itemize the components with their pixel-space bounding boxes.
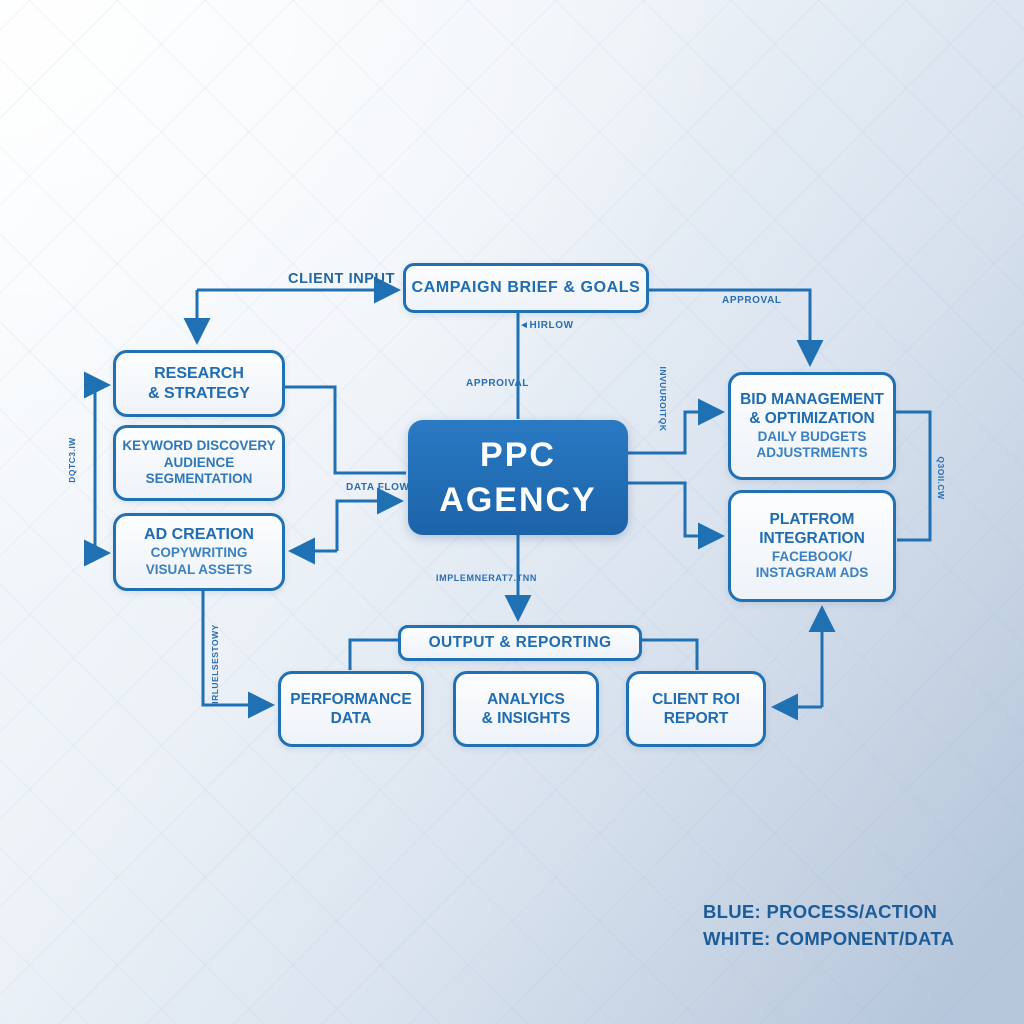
edge-label-vertical-right: Q3OII.CW — [936, 456, 946, 500]
edge-label-vertical-mid: INVUUROITQK — [658, 366, 668, 432]
node-keyword-discovery: KEYWORD DISCOVERY AUDIENCE SEGMENTATION — [113, 425, 285, 501]
connector-ppc-to-platform — [628, 481, 725, 550]
edge-label-approival: APPROIVAL — [466, 378, 529, 389]
node-label: SEGMENTATION — [145, 471, 253, 487]
connector-ppc-to-bid — [628, 398, 725, 455]
node-title: PLATFROM — [769, 510, 855, 528]
node-sub-label: DAILY BUDGETS — [757, 428, 867, 444]
node-platform-integration: PLATFROM INTEGRATION FACEBOOK/ INSTAGRAM… — [728, 490, 896, 602]
node-sub-label: INSTAGRAM ADS — [755, 565, 869, 581]
node-label: & STRATEGY — [148, 384, 250, 402]
legend: BLUE: PROCESS/ACTION WHITE: COMPONENT/DA… — [703, 898, 954, 952]
node-title: BID MANAGEMENT — [740, 390, 884, 408]
edge-label-data-flow: DATA FLOW — [346, 482, 410, 493]
node-analytics-insights: ANALYICS & INSIGHTS — [453, 671, 599, 747]
node-label: OUTPUT & REPORTING — [428, 634, 612, 652]
node-label: PERFORMANCE — [290, 690, 412, 708]
node-performance-data: PERFORMANCE DATA — [278, 671, 424, 747]
connector-research-to-ppc — [285, 385, 406, 475]
edge-label-vertical-bottom-left: IRLUELSESTOWY — [210, 624, 220, 704]
edge-label-vertical-left: DQTC3.IW — [67, 437, 77, 483]
node-sub-label: FACEBOOK/ — [771, 548, 853, 564]
connector-data-flow-to-ppc — [335, 487, 404, 551]
node-label: REPORT — [663, 710, 729, 727]
node-label: AUDIENCE — [163, 454, 235, 470]
legend-blue-line: BLUE: PROCESS/ACTION — [703, 901, 938, 922]
edge-label-approval: APPROVAL — [722, 295, 782, 306]
node-client-roi-report: CLIENT ROI REPORT — [626, 671, 766, 747]
node-sub-label: COPYWRITING — [150, 545, 248, 561]
node-label: RESEARCH — [154, 364, 244, 382]
connector-output-to-client-roi — [642, 638, 699, 670]
connector-bid-platform-loop — [896, 410, 932, 542]
node-label: CLIENT ROI — [652, 690, 740, 708]
connector-ad-creation-to-performance — [201, 591, 275, 719]
node-title: & OPTIMIZATION — [749, 410, 875, 428]
node-sub-label: ADJUSTRMENTS — [756, 445, 868, 461]
node-label: AGENCY — [439, 480, 597, 519]
node-title: AD CREATION — [144, 526, 254, 544]
node-label: ANALYICS — [487, 690, 565, 708]
node-label: KEYWORD DISCOVERY — [122, 437, 276, 453]
node-campaign-brief-goals: CAMPAIGN BRIEF & GOALS — [403, 263, 649, 313]
connector-campaign-to-bid-approval — [649, 288, 824, 367]
connector-output-to-performance — [348, 638, 398, 670]
node-label: & INSIGHTS — [481, 710, 571, 727]
node-label: DATA — [330, 710, 372, 727]
node-label: PPC — [480, 436, 556, 475]
legend-white-line: WHITE: COMPONENT/DATA — [703, 928, 955, 949]
node-title: INTEGRATION — [759, 530, 865, 548]
node-research-strategy: RESEARCH & STRATEGY — [113, 350, 285, 417]
node-ad-creation: AD CREATION COPYWRITING VISUAL ASSETS — [113, 513, 285, 591]
node-label: CAMPAIGN BRIEF & GOALS — [411, 279, 641, 296]
node-bid-management: BID MANAGEMENT & OPTIMIZATION DAILY BUDG… — [728, 372, 896, 480]
edge-label-client-input: CLIENT INPUT — [288, 271, 396, 287]
node-output-reporting: OUTPUT & REPORTING — [398, 625, 642, 661]
edge-label-flow: ◄HIRLOW — [519, 320, 574, 331]
edge-label-implementation: IMPLEMNERAT7.TNN — [436, 573, 537, 583]
node-sub-label: VISUAL ASSETS — [145, 562, 253, 577]
node-ppc-agency: PPC AGENCY — [408, 420, 628, 535]
